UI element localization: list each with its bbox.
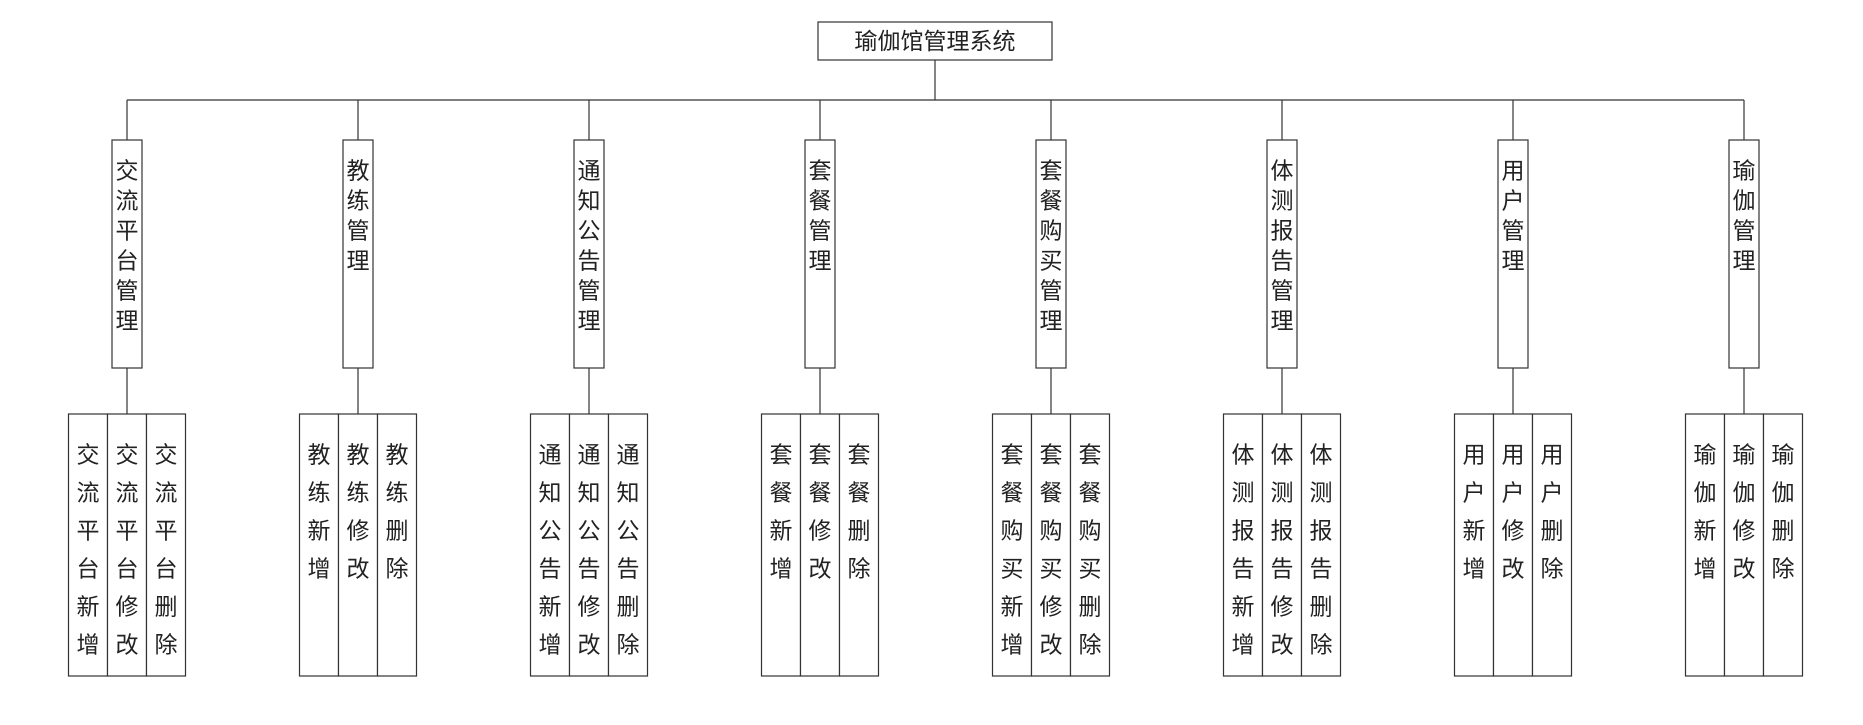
module-label: 体测报告管理 (1271, 159, 1294, 335)
function-box (1069, 413, 1111, 677)
module-node-7: 用户管理 (1497, 139, 1529, 369)
function-label: 体测报告删除 (1310, 443, 1333, 659)
function-label: 用户删除 (1541, 443, 1564, 583)
function-label: 通知公告新增 (539, 443, 562, 659)
module-box (111, 139, 143, 369)
function-label: 套餐购买新增 (1001, 443, 1024, 659)
function-label: 通知公告删除 (617, 443, 640, 659)
function-box (106, 413, 148, 677)
module-label: 用户管理 (1502, 159, 1525, 275)
module-box (1266, 139, 1298, 369)
module-node-3: 通知公告管理 (573, 139, 605, 369)
module-nodes: 交流平台管理 教练管理 通知公告管理 套餐管理 套餐购买管理 体测报告管理 用户管理 瑜伽管理 (111, 139, 1760, 369)
root-box (817, 21, 1053, 61)
function-label: 交流平台新增 (77, 443, 100, 659)
function-label: 教练修改 (347, 443, 370, 583)
function-box (337, 413, 379, 677)
module-node-8: 瑜伽管理 (1728, 139, 1760, 369)
function-label: 套餐修改 (809, 443, 832, 583)
function-label: 教练新增 (308, 443, 331, 583)
function-box (67, 413, 109, 677)
function-box (799, 413, 841, 677)
function-label: 交流平台修改 (116, 443, 139, 659)
function-box (145, 413, 187, 677)
module-box (1497, 139, 1529, 369)
root-node: 瑜伽馆管理系统 (817, 21, 1053, 61)
module-label: 通知公告管理 (578, 159, 601, 335)
module-label: 套餐管理 (809, 159, 832, 275)
function-box (1684, 413, 1726, 677)
function-label: 瑜伽新增 (1694, 443, 1717, 583)
function-box (1762, 413, 1804, 677)
function-nodes: 交流平台新增交流平台修改交流平台删除教练新增教练修改教练删除通知公告新增通知公告… (67, 413, 1804, 677)
function-label: 用户新增 (1463, 443, 1486, 583)
function-label: 套餐购买删除 (1079, 443, 1102, 659)
function-box (568, 413, 610, 677)
module-label: 套餐购买管理 (1040, 159, 1063, 335)
function-label: 套餐新增 (770, 443, 793, 583)
module-node-2: 教练管理 (342, 139, 374, 369)
function-label: 体测报告修改 (1271, 443, 1294, 659)
function-box (760, 413, 802, 677)
function-label: 套餐删除 (848, 443, 871, 583)
function-box (1300, 413, 1342, 677)
function-box (529, 413, 571, 677)
function-label: 通知公告修改 (578, 443, 601, 659)
module-node-6: 体测报告管理 (1266, 139, 1298, 369)
module-box (1728, 139, 1760, 369)
module-node-4: 套餐管理 (804, 139, 836, 369)
module-label: 交流平台管理 (116, 159, 139, 335)
function-label: 用户修改 (1502, 443, 1525, 583)
function-label: 交流平台删除 (155, 443, 178, 659)
module-box (804, 139, 836, 369)
module-box (573, 139, 605, 369)
function-label: 套餐购买修改 (1040, 443, 1063, 659)
function-box (607, 413, 649, 677)
function-box (838, 413, 880, 677)
module-label: 瑜伽管理 (1733, 159, 1756, 275)
function-box (1723, 413, 1765, 677)
function-label: 教练删除 (386, 443, 409, 583)
module-node-5: 套餐购买管理 (1035, 139, 1067, 369)
function-box (298, 413, 340, 677)
function-box (1261, 413, 1303, 677)
module-label: 教练管理 (347, 159, 370, 275)
connector-lines (126, 60, 1745, 414)
function-box (376, 413, 418, 677)
root-label: 瑜伽馆管理系统 (855, 29, 1016, 55)
function-label: 瑜伽修改 (1733, 443, 1756, 583)
function-label: 体测报告新增 (1232, 443, 1255, 659)
module-node-1: 交流平台管理 (111, 139, 143, 369)
function-box (991, 413, 1033, 677)
function-label: 瑜伽删除 (1772, 443, 1795, 583)
module-box (1035, 139, 1067, 369)
function-box (1030, 413, 1072, 677)
function-box (1531, 413, 1573, 677)
module-box (342, 139, 374, 369)
function-box (1492, 413, 1534, 677)
